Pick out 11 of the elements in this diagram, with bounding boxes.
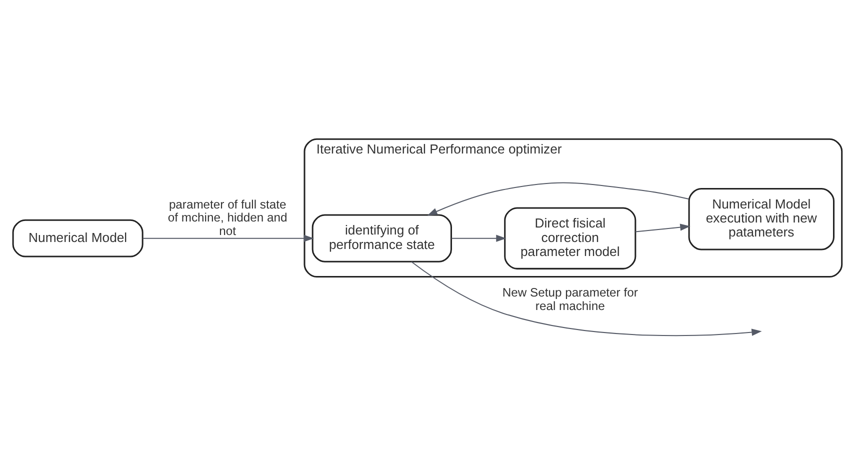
edge-label: parameter of full state of mchine, hidden and not xyxy=(167,198,287,238)
node-box: Direct fisical correction parameter model xyxy=(504,207,636,270)
node-box: Numerical Model execution with new patameters xyxy=(688,188,834,250)
arrow xyxy=(410,261,762,336)
node-box: identifying of performance state xyxy=(311,214,452,262)
arrow xyxy=(634,224,690,232)
arrow xyxy=(450,234,506,242)
node-box: Numerical Model xyxy=(12,219,143,258)
arrow xyxy=(426,182,688,216)
edge-label: New Setup parameter for real machine xyxy=(502,286,638,313)
arrow xyxy=(142,234,314,242)
